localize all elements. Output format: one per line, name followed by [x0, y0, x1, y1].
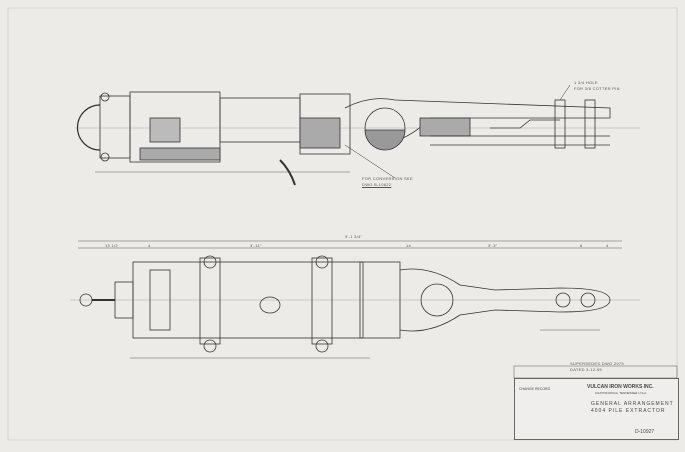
plan-view	[70, 240, 640, 359]
conversion-dwg-note: DWG B-10622	[362, 182, 392, 187]
dim-7: 4	[606, 243, 609, 248]
drawing-title-1: GENERAL ARRANGEMENT	[591, 401, 674, 407]
dim-2: 4	[148, 243, 151, 248]
supersedes-note: SUPERSEDES DWG 2979	[570, 361, 624, 366]
dim-3: 3'-11"	[250, 243, 262, 248]
company-name: VULCAN IRON WORKS INC.	[587, 384, 654, 390]
drawing-number: D-10927	[635, 429, 655, 435]
dim-4: 14	[406, 243, 412, 248]
dim-overall: 9'-1 3/4"	[345, 234, 363, 239]
conversion-note: FOR CONVERSION SEE	[362, 176, 413, 181]
section-view	[75, 84, 640, 186]
cotter-note: FOR 3/8 COTTER PIN	[574, 86, 620, 91]
dated-note: DATED 3-12-55	[570, 367, 603, 372]
dim-1: 13 1/2	[105, 243, 118, 248]
hole-note: 1 3/4 HOLE	[574, 80, 598, 85]
change-record-label: CHANGE RECORD	[519, 387, 551, 391]
title-block: CHANGE RECORD VULCAN IRON WORKS INC. CHA…	[514, 378, 679, 440]
dim-5: 3'-3"	[488, 243, 498, 248]
company-location: CHATTANOOGA, TENNESSEE U.S.A.	[595, 391, 648, 395]
dim-6: 6	[580, 243, 583, 248]
drawing-title-2: 4004 PILE EXTRACTOR	[591, 408, 666, 414]
